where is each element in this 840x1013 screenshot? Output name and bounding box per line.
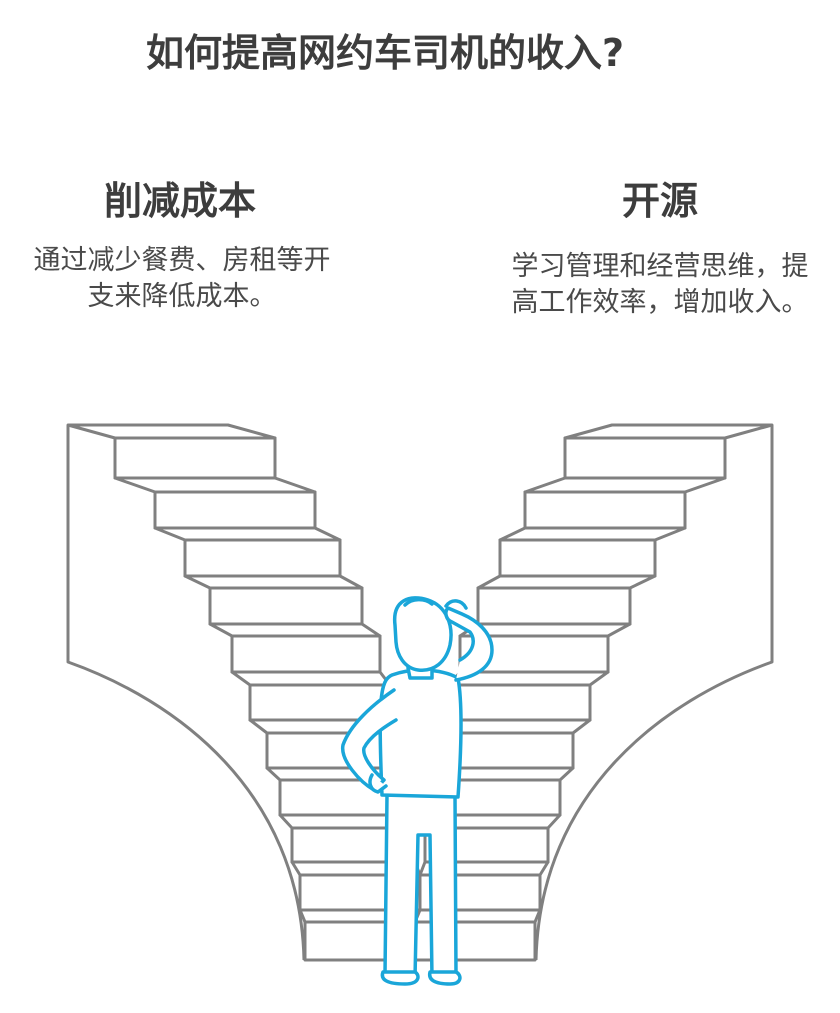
stair-step xyxy=(153,490,317,530)
stair-tread xyxy=(523,476,727,494)
stair-step xyxy=(208,586,364,626)
stair-tread xyxy=(230,670,392,687)
stair-step xyxy=(448,683,592,722)
stair-step xyxy=(230,634,382,674)
stair-tread xyxy=(208,622,382,638)
stair-step xyxy=(523,490,687,530)
stair-tread xyxy=(153,526,342,542)
income-increase-heading: 开源 xyxy=(621,179,698,223)
cost-reduction-heading: 削减成本 xyxy=(103,179,256,223)
stair-tread xyxy=(183,574,364,590)
stair-step xyxy=(113,436,277,480)
income-increase-description: 学习管理和经营思维，提高工作效率，增加收入。 xyxy=(511,251,809,318)
stair-step xyxy=(498,538,657,578)
left-staircase-icon xyxy=(66,423,427,962)
cost-reduction-description: 通过减少餐费、房租等开支来降低成本。 xyxy=(33,245,331,312)
stair-step xyxy=(265,731,402,770)
stair-tread xyxy=(113,476,317,494)
stair-step xyxy=(183,538,342,578)
stair-tread xyxy=(476,574,657,590)
stair-step xyxy=(563,436,727,480)
right-staircase-icon xyxy=(413,423,774,962)
page-title: 如何提高网约车司机的收入? xyxy=(145,31,625,75)
thinking-person-icon xyxy=(341,596,494,986)
stair-step xyxy=(476,586,632,626)
stair-tread xyxy=(498,526,687,542)
